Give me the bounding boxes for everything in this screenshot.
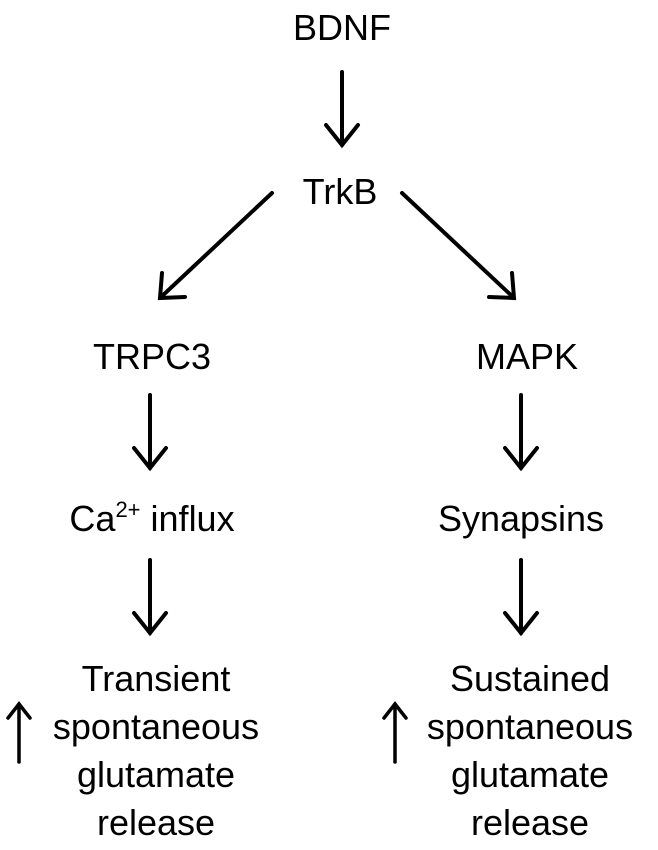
outcome-left-line-4: release bbox=[96, 802, 216, 843]
arrow-trkb-to-trpc3-icon bbox=[157, 191, 274, 301]
node-trpc3: TRPC3 bbox=[92, 336, 212, 377]
arrow-synapsins-to-outcome-icon bbox=[503, 558, 539, 637]
arrow-trpc3-to-ca-icon bbox=[132, 393, 168, 472]
increase-left-up-arrow-icon bbox=[6, 701, 32, 764]
outcome-left-line-1: Transient bbox=[81, 658, 231, 699]
node-bdnf: BDNF bbox=[293, 7, 391, 48]
ca-label: Ca bbox=[69, 498, 116, 539]
outcome-right-line-1: Sustained bbox=[449, 658, 611, 699]
outcome-right-line-3: glutamate bbox=[450, 754, 610, 795]
node-ca-influx: Ca2+ influx bbox=[69, 499, 234, 539]
increase-right-up-arrow-icon bbox=[382, 701, 408, 764]
arrow-trkb-to-mapk-icon bbox=[400, 191, 517, 301]
node-mapk: MAPK bbox=[475, 336, 579, 377]
outcome-left-line-3: glutamate bbox=[76, 754, 236, 795]
outcome-right-line-2: spontaneous bbox=[426, 706, 634, 747]
arrow-ca-to-outcome-icon bbox=[132, 558, 168, 637]
outcome-right: Sustained spontaneous glutamate release bbox=[427, 655, 633, 847]
node-trkb: TrkB bbox=[302, 171, 378, 212]
outcome-left-line-2: spontaneous bbox=[52, 706, 260, 747]
outcome-left: Transient spontaneous glutamate release bbox=[53, 655, 259, 847]
arrow-bdnf-to-trkb-icon bbox=[324, 70, 360, 149]
outcome-right-line-4: release bbox=[470, 802, 590, 843]
influx-label: influx bbox=[140, 498, 235, 539]
ca-charge: 2+ bbox=[115, 497, 141, 522]
arrow-mapk-to-synapsins-icon bbox=[503, 393, 539, 472]
node-synapsins: Synapsins bbox=[437, 498, 605, 539]
